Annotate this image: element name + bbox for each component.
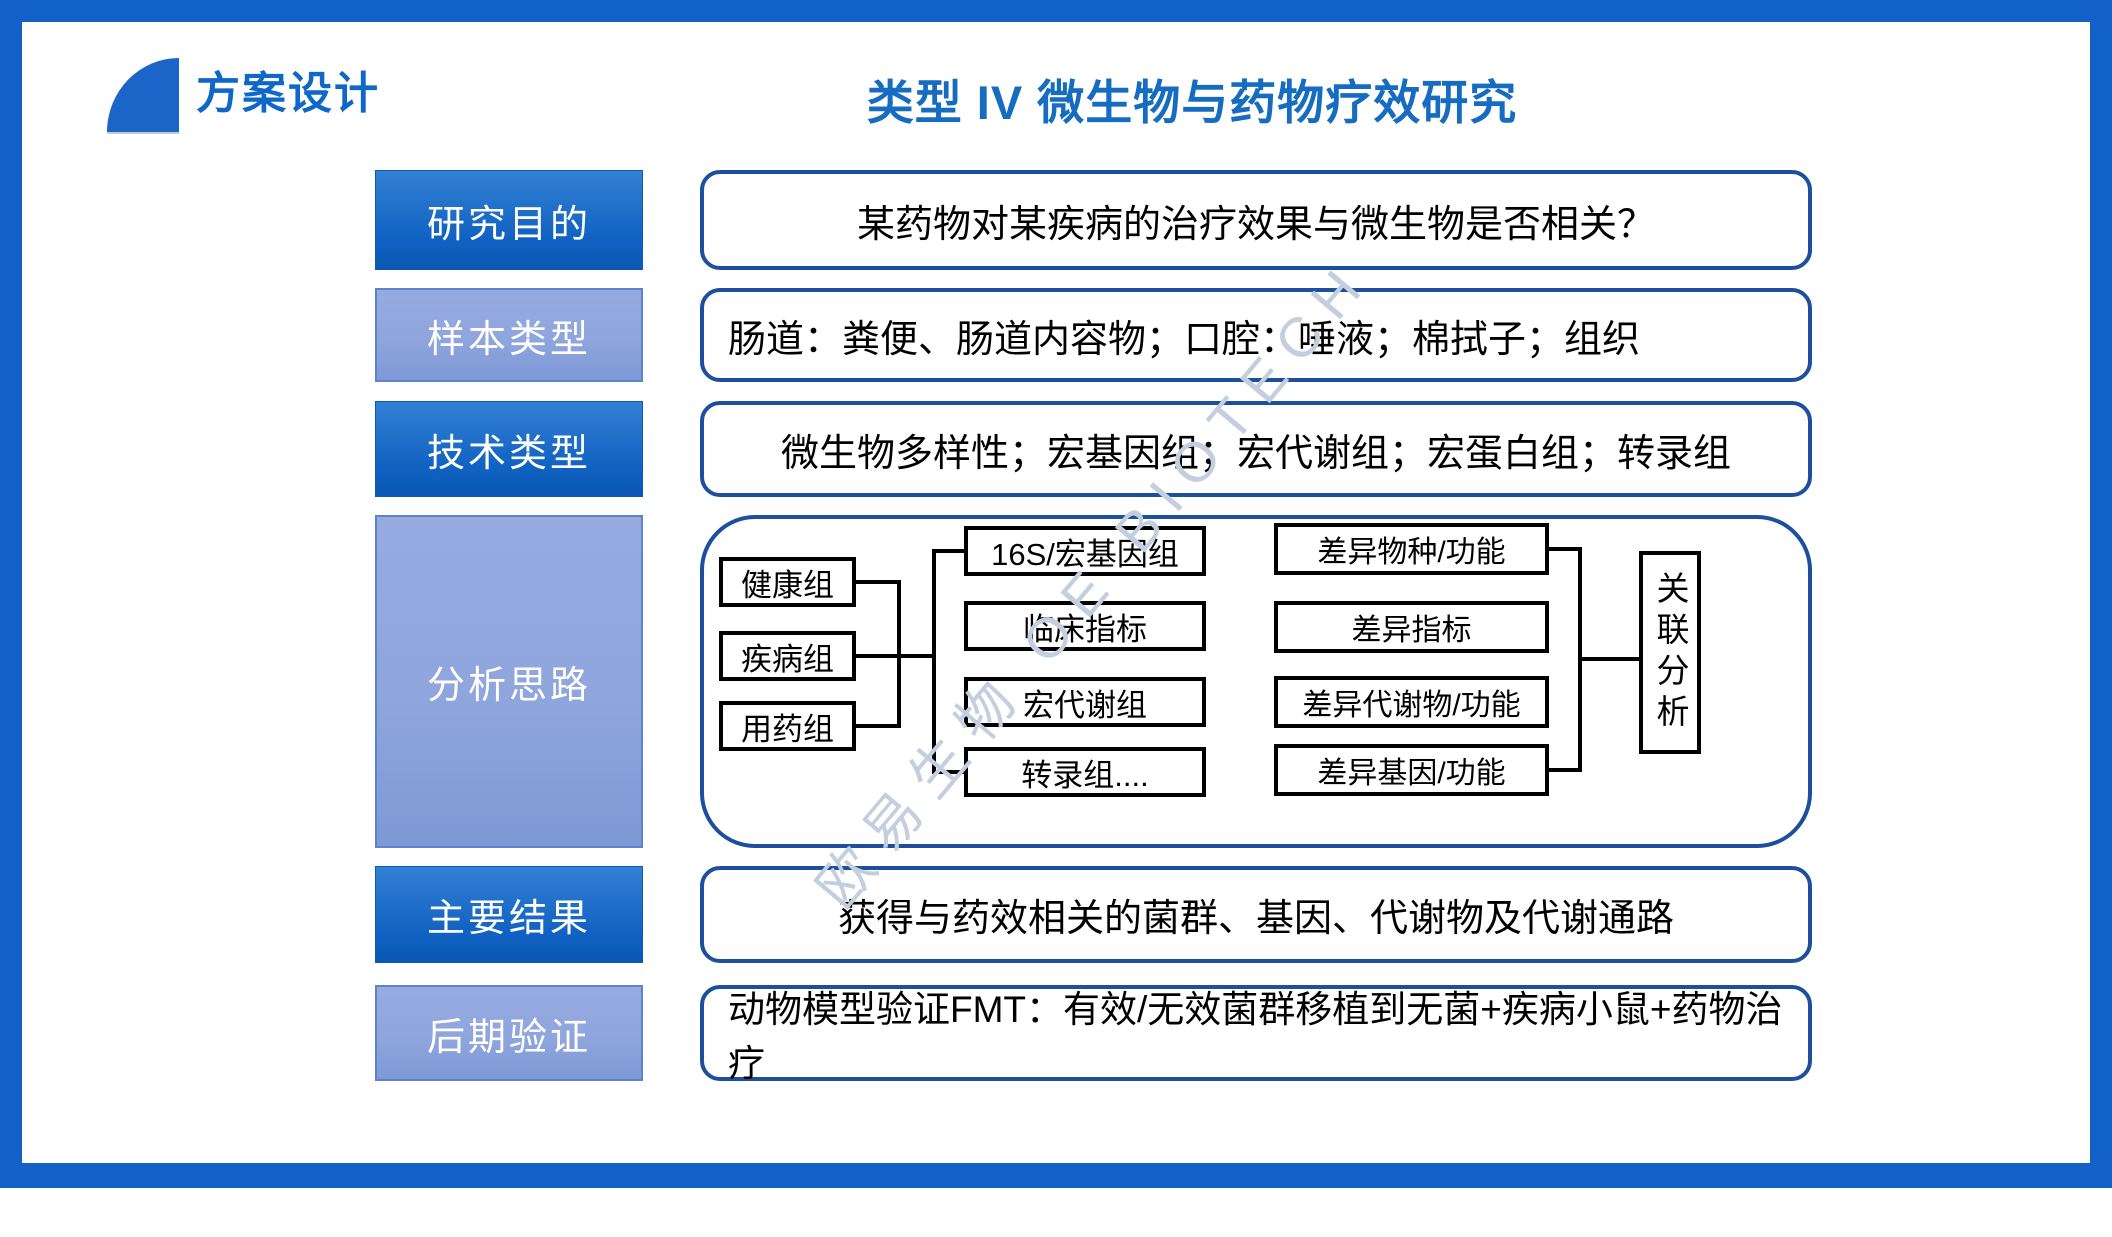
flow-box-diff-metabolite-function: 差异代谢物/功能 [1274, 676, 1549, 728]
flow-box-diff-gene-function: 差异基因/功能 [1274, 744, 1549, 796]
flow-box-correlation-analysis: 关联分析 [1639, 551, 1701, 754]
section-label: 方案设计 [196, 69, 380, 118]
flow-box-diff-species-function: 差异物种/功能 [1274, 523, 1549, 575]
flow-box-healthy-group: 健康组 [719, 557, 856, 607]
slide-layer: 方案设计 类型 IV 微生物与药物疗效研究 研究目的 某药物对某疾病的治疗效果与… [107, 58, 1812, 1084]
label-main-results: 主要结果 [375, 866, 643, 963]
flow-box-diff-index: 差异指标 [1274, 601, 1549, 653]
flow-box-16s-metagenome: 16S/宏基因组 [964, 526, 1206, 576]
flow-box-metametabolome: 宏代谢组 [964, 677, 1206, 727]
label-technology-type: 技术类型 [375, 401, 643, 497]
label-later-validation: 后期验证 [375, 985, 643, 1081]
flow-box-clinical-index: 临床指标 [964, 601, 1206, 651]
content-later-validation: 动物模型验证FMT：有效/无效菌群移植到无菌+疾病小鼠+药物治疗 [700, 985, 1812, 1084]
page-title: 类型 IV 微生物与药物疗效研究 [866, 76, 1518, 129]
content-technology-type: 微生物多样性；宏基因组；宏代谢组；宏蛋白组；转录组 [700, 401, 1812, 497]
analysis-flowchart: 健康组 疾病组 用药组 16S/宏基因组 临床指标 宏代谢组 转录组.... 差… [700, 515, 1812, 848]
flow-box-medication-group: 用药组 [719, 701, 856, 751]
content-research-purpose: 某药物对某疾病的治疗效果与微生物是否相关？ [700, 170, 1812, 270]
flow-box-disease-group: 疾病组 [719, 631, 856, 681]
flow-box-transcriptome: 转录组.... [964, 747, 1206, 797]
content-main-results: 获得与药效相关的菌群、基因、代谢物及代谢通路 [700, 866, 1812, 963]
label-research-purpose: 研究目的 [375, 170, 643, 270]
label-sample-type: 样本类型 [375, 288, 643, 382]
label-analysis-approach: 分析思路 [375, 515, 643, 848]
quarter-circle-logo-icon [107, 58, 179, 134]
content-sample-type: 肠道：粪便、肠道内容物；口腔：唾液；棉拭子；组织 [700, 288, 1812, 382]
flowchart-connector-lines [856, 547, 1639, 774]
